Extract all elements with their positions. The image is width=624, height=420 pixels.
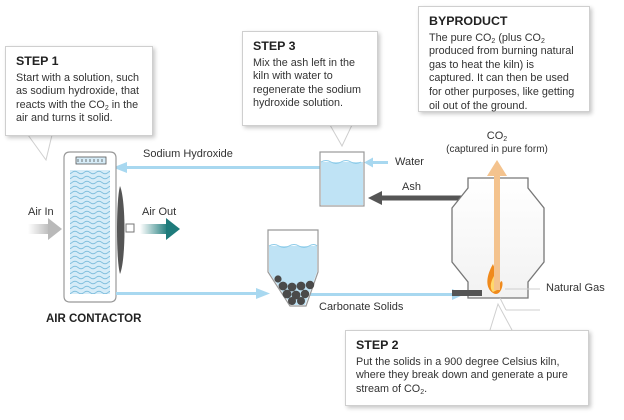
step3-title: STEP 3 bbox=[253, 39, 296, 53]
step2-pointer bbox=[489, 302, 513, 331]
step2-title: STEP 2 bbox=[356, 338, 399, 352]
air-in-arrow bbox=[28, 218, 62, 240]
carbonate-feed-pipe bbox=[116, 288, 270, 299]
co2-label-main: CO2 bbox=[486, 130, 508, 143]
air-out-label: Air Out bbox=[142, 206, 177, 218]
carbonate-solids-label: Carbonate Solids bbox=[319, 301, 404, 313]
co2-label: CO2 (captured in pure form) bbox=[436, 130, 558, 156]
callout-pointers bbox=[27, 124, 513, 331]
byproduct-callout: BYPRODUCT The pure CO2 (plus CO2 produce… bbox=[418, 6, 590, 112]
step2-text: Put the solids in a 900 degree Celsius k… bbox=[356, 355, 568, 396]
sodium-hydroxide-pipe bbox=[113, 162, 320, 173]
air-contactor-label: AIR CONTACTOR bbox=[46, 313, 142, 325]
air-out-arrow bbox=[140, 218, 180, 240]
byproduct-text: The pure CO2 (plus CO2 produced from bur… bbox=[429, 31, 575, 112]
step3-callout: STEP 3 Mix the ash left in the kiln with… bbox=[242, 31, 378, 126]
solids-feed-pipe bbox=[302, 289, 482, 300]
air-contactor bbox=[63, 151, 135, 303]
natural-gas-line bbox=[499, 288, 540, 311]
regeneration-tank bbox=[319, 151, 365, 207]
ash-label: Ash bbox=[402, 181, 421, 193]
water-label: Water bbox=[395, 156, 424, 168]
natural-gas-label: Natural Gas bbox=[546, 282, 605, 294]
step1-title: STEP 1 bbox=[16, 54, 59, 68]
co2-stream-pipe bbox=[487, 160, 507, 290]
step1-text: Start with a solution, such as sodium hy… bbox=[16, 71, 140, 125]
water-arrow bbox=[364, 157, 388, 168]
step3-text: Mix the ash left in the kiln with water … bbox=[253, 56, 362, 110]
step2-callout: STEP 2 Put the solids in a 900 degree Ce… bbox=[345, 330, 589, 406]
air-in-label: Air In bbox=[28, 206, 54, 218]
byproduct-title: BYPRODUCT bbox=[429, 14, 508, 28]
co2-label-note: (captured in pure form) bbox=[446, 144, 548, 155]
sodium-hydroxide-label: Sodium Hydroxide bbox=[143, 148, 233, 160]
step1-callout: STEP 1 Start with a solution, such as so… bbox=[5, 46, 153, 136]
step3-pointer bbox=[329, 124, 353, 148]
carbonate-solids-particles bbox=[274, 275, 315, 305]
step1-pointer bbox=[27, 134, 53, 162]
